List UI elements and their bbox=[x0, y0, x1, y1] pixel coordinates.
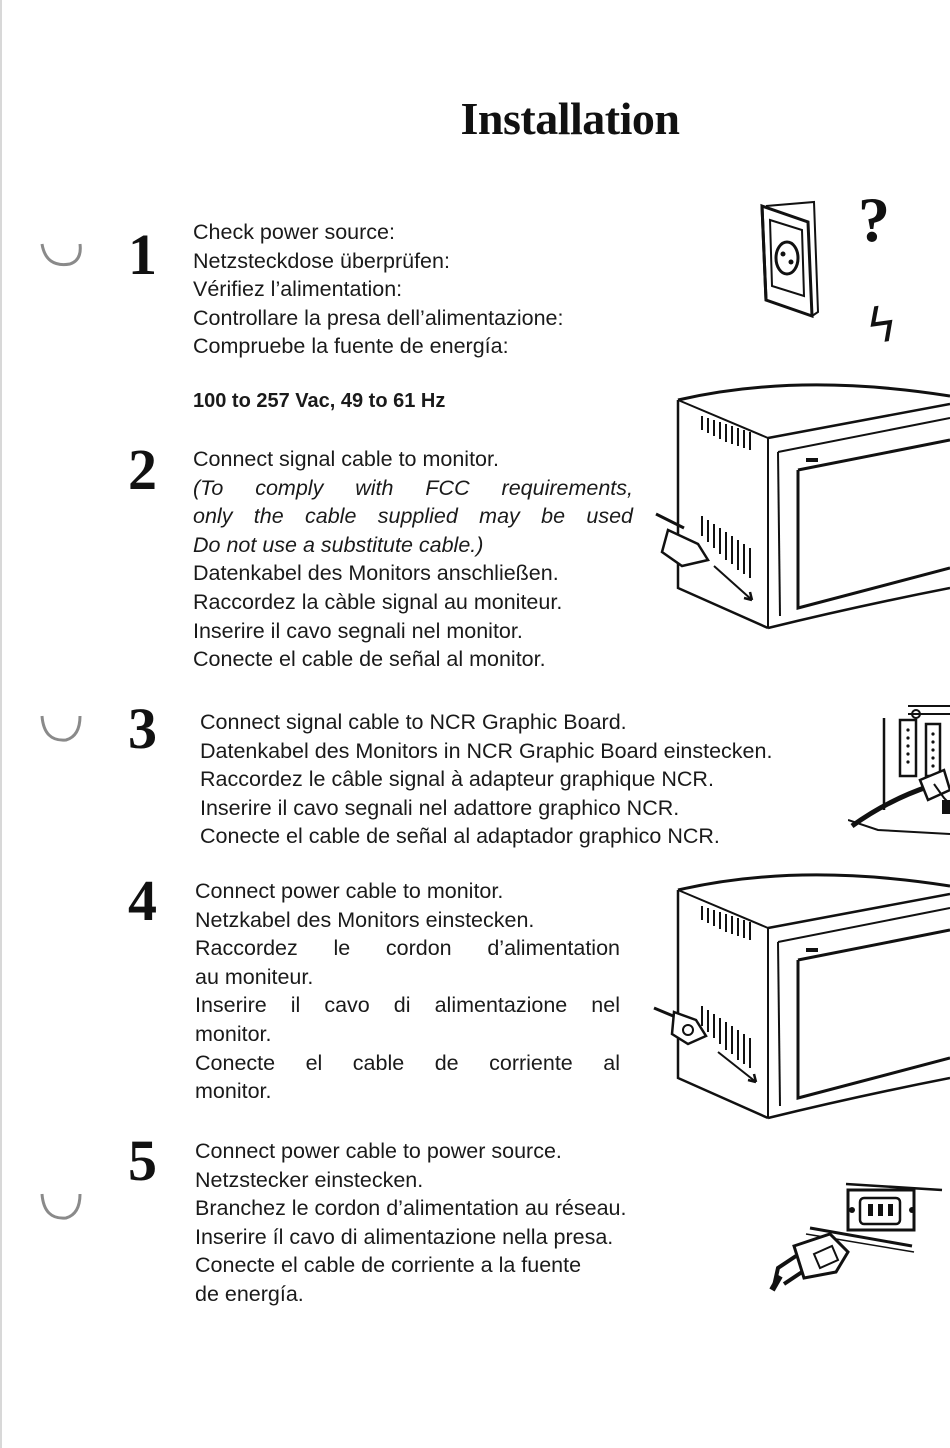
step-1-line: Controllare la presa dell’alimentazione: bbox=[193, 305, 564, 330]
step-2-text: Connect signal cable to monitor. (To com… bbox=[193, 445, 633, 674]
step-4-text: Connect power cable to monitor. Netzkabe… bbox=[195, 877, 620, 1106]
step-4-line: Netzkabel des Monitors einstecken. bbox=[195, 907, 535, 932]
step-2-line: Raccordez la càble signal au moniteur. bbox=[193, 589, 563, 614]
step-5-line: Connect power cable to power source. bbox=[195, 1139, 562, 1163]
page-edge-line bbox=[0, 0, 2, 1448]
step-2-line: Conecte el cable de señal al monitor. bbox=[193, 647, 546, 672]
step-2-line: Inserire il cavo segnali nel monitor. bbox=[193, 618, 523, 643]
step-3-line: Connect signal cable to NCR Graphic Boar… bbox=[200, 710, 627, 734]
monitor-power-cable-illustration bbox=[653, 873, 950, 1120]
step-1-line: Netzsteckdose überprüfen: bbox=[193, 248, 450, 273]
step-1-line: Vérifiez l’alimentation: bbox=[193, 277, 403, 302]
fcc-note-line: Do not use a substitute cable.) bbox=[193, 532, 484, 557]
binder-hole-bottom bbox=[40, 1193, 82, 1220]
step-5-line: Conecte el cable de corriente a la fuent… bbox=[195, 1253, 582, 1278]
step-4-line: Conecte el cable de corriente al bbox=[195, 1050, 620, 1075]
step-5-line: Inserire íl cavo di alimentazione nella … bbox=[195, 1224, 614, 1249]
binder-hole-middle bbox=[40, 715, 82, 742]
step-5-line: Netzstecker einstecken. bbox=[195, 1167, 424, 1192]
step-5-line: Branchez le cordon d’alimentation au rés… bbox=[195, 1196, 627, 1221]
wall-socket-illustration bbox=[760, 200, 820, 319]
step-4-line: Raccordez le cordon d’alimentation bbox=[195, 936, 620, 961]
binder-hole-top bbox=[40, 243, 82, 267]
monitor-signal-cable-illustration bbox=[655, 383, 950, 630]
power-spec: 100 to 257 Vac, 49 to 61 Hz bbox=[193, 389, 446, 412]
step-4-line: au moniteur. bbox=[195, 964, 314, 989]
step-4-line: Inserire il cavo di alimentazione nel bbox=[195, 993, 620, 1018]
step-1-line: Check power source: bbox=[193, 220, 395, 244]
step-3-line: Datenkabel des Monitors in NCR Graphic B… bbox=[200, 738, 773, 763]
step-1-line: Compruebe la fuente de energía: bbox=[193, 334, 509, 359]
step-2-line: Datenkabel des Monitors anschließen. bbox=[193, 561, 559, 586]
step-5-line: de energía. bbox=[195, 1281, 304, 1306]
step-2-line: Connect signal cable to monitor. bbox=[193, 447, 499, 471]
lightning-icon: ϟ bbox=[862, 296, 902, 356]
step-number-1: 1 bbox=[128, 222, 157, 287]
step-1-text: Check power source: Netzsteckdose überpr… bbox=[193, 218, 663, 416]
step-number-3: 3 bbox=[128, 696, 157, 761]
step-number-4: 4 bbox=[128, 868, 157, 933]
power-plug-illustration bbox=[769, 1182, 943, 1292]
step-4-line: monitor. bbox=[195, 1021, 272, 1046]
fcc-note-line: (To comply with FCC requirements, bbox=[193, 475, 633, 500]
step-3-line: Raccordez le câble signal à adapteur gra… bbox=[200, 767, 714, 792]
step-3-line: Inserire il cavo segnali nel adattore gr… bbox=[200, 795, 680, 820]
step-number-5: 5 bbox=[128, 1128, 157, 1193]
question-mark-icon: ? bbox=[858, 184, 890, 255]
step-3-text: Connect signal cable to NCR Graphic Boar… bbox=[200, 708, 880, 851]
graphic-board-connector-illustration bbox=[848, 705, 950, 835]
step-3-line: Conecte el cable de señal al adaptador g… bbox=[200, 824, 720, 849]
step-4-line: monitor. bbox=[195, 1079, 272, 1104]
page-title: Installation bbox=[460, 93, 680, 144]
step-4-line: Connect power cable to monitor. bbox=[195, 879, 504, 903]
step-5-text: Connect power cable to power source. Net… bbox=[195, 1137, 755, 1309]
step-number-2: 2 bbox=[128, 437, 157, 502]
fcc-note-line: only the cable supplied may be used bbox=[193, 504, 633, 529]
